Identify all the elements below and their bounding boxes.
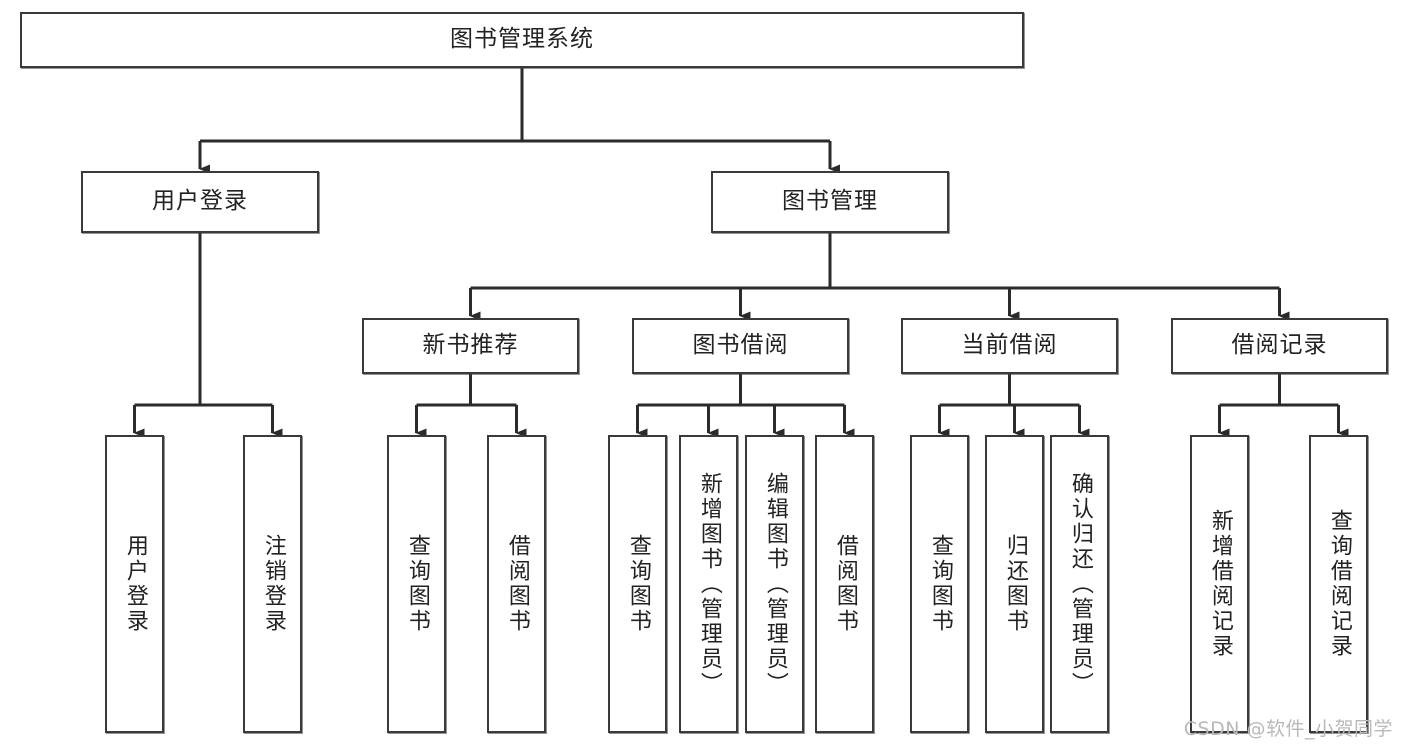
node-label: 注销登录	[260, 534, 286, 634]
node-leaf-borrow-book-nbr[interactable]: 借阅图书	[487, 435, 546, 733]
node-label: 新增图书（管理员）	[696, 471, 722, 697]
node-leaf-user-logout[interactable]: 注销登录	[243, 435, 302, 733]
node-leaf-query-borrow-record[interactable]: 查询借阅记录	[1309, 435, 1368, 733]
node-leaf-query-book-nbr[interactable]: 查询图书	[387, 435, 446, 733]
node-leaf-borrow-book-bb[interactable]: 借阅图书	[815, 435, 874, 733]
node-new-book-recommend[interactable]: 新书推荐	[362, 318, 579, 374]
node-label: 编辑图书（管理员）	[762, 471, 788, 697]
node-user-login[interactable]: 用户登录	[81, 171, 319, 233]
node-book-borrow[interactable]: 图书借阅	[632, 318, 849, 374]
node-leaf-confirm-return-admin[interactable]: 确认归还（管理员）	[1050, 435, 1109, 733]
node-label: 确认归还（管理员）	[1067, 471, 1093, 697]
node-leaf-query-book-bb[interactable]: 查询图书	[608, 435, 667, 733]
node-root[interactable]: 图书管理系统	[20, 12, 1024, 68]
node-leaf-user-login[interactable]: 用户登录	[105, 435, 164, 733]
node-leaf-add-borrow-record[interactable]: 新增借阅记录	[1190, 435, 1249, 733]
node-label: 借阅记录	[1231, 332, 1328, 359]
node-leaf-return-book[interactable]: 归还图书	[985, 435, 1044, 733]
node-book-manage[interactable]: 图书管理	[711, 171, 949, 233]
node-label: 归还图书	[1002, 534, 1028, 634]
node-label: 借阅图书	[832, 534, 858, 634]
node-label: 新增借阅记录	[1207, 509, 1233, 659]
node-label: 借阅图书	[504, 534, 530, 634]
node-label: 查询借阅记录	[1326, 509, 1352, 659]
node-label: 新书推荐	[422, 332, 519, 359]
node-borrow-record[interactable]: 借阅记录	[1171, 318, 1388, 374]
node-label: 查询图书	[404, 534, 430, 634]
node-label: 查询图书	[927, 534, 953, 634]
node-label: 图书借阅	[692, 332, 789, 359]
node-label: 查询图书	[625, 534, 651, 634]
node-label: 当前借阅	[961, 332, 1058, 359]
node-label: 图书管理系统	[450, 26, 594, 53]
node-label: 用户登录	[152, 188, 248, 215]
node-leaf-add-book-admin[interactable]: 新增图书（管理员）	[679, 435, 738, 733]
node-leaf-edit-book-admin[interactable]: 编辑图书（管理员）	[745, 435, 804, 733]
node-label: 用户登录	[122, 534, 148, 634]
node-label: 图书管理	[782, 188, 878, 215]
csdn-watermark: CSDN @软件_小贺同学	[1183, 718, 1393, 740]
node-current-borrow[interactable]: 当前借阅	[901, 318, 1118, 374]
node-leaf-query-book-cb[interactable]: 查询图书	[910, 435, 969, 733]
